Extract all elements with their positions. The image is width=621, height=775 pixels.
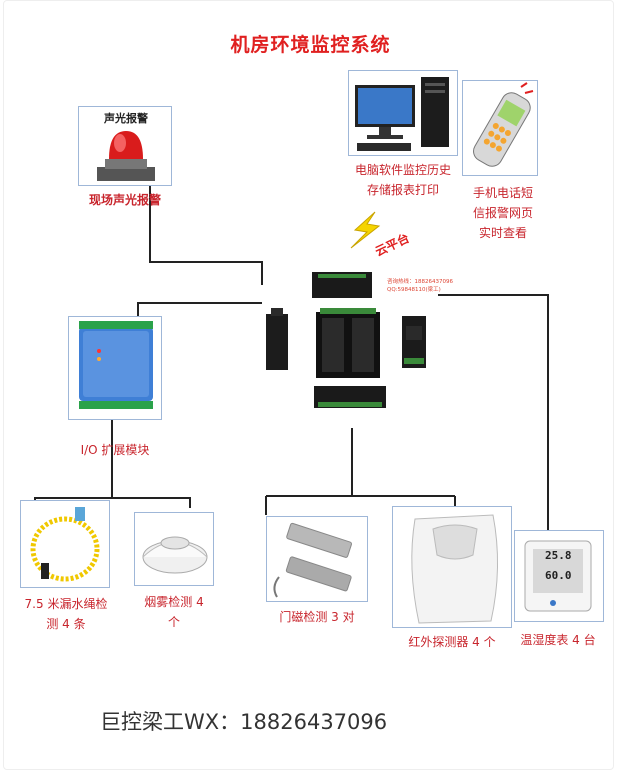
door-caption: 门磁检测 3 对 (279, 610, 355, 624)
thermo-hygrometer-icon (524, 540, 592, 612)
thermo-caption: 温湿度表 4 台 (520, 633, 596, 647)
smoke-sensor-box (134, 512, 214, 586)
controller-note-line-1: 咨询热线：18826437096 (387, 279, 453, 285)
io-caption: I/O 扩展模块 (80, 443, 150, 457)
controller-modules-icon (266, 272, 426, 408)
pc-caption-2: 存储报表打印 (366, 183, 439, 197)
smoke-caption-2: 个 (167, 615, 180, 629)
wire-io (137, 302, 262, 320)
pc-box (348, 70, 458, 156)
mobile-phone-icon (473, 82, 534, 167)
io-module-icon (79, 321, 153, 409)
thermo-humidity-value: 60.0 (545, 569, 572, 582)
controller-cluster (262, 270, 438, 430)
door-magnet-icon (273, 522, 353, 598)
phone-caption-1: 手机电话短 (472, 186, 533, 200)
alarm-light-icon (97, 131, 155, 181)
thermo-box: 25.8 60.0 (514, 530, 604, 622)
thermo-temp-value: 25.8 (545, 549, 572, 562)
infrared-caption: 红外探测器 4 个 (408, 635, 496, 649)
alarm-panel-text: 声光报警 (104, 112, 148, 125)
smoke-caption-1: 烟雾检测 4 (144, 595, 204, 609)
infrared-sensor-box (392, 506, 512, 628)
water-caption-2: 测 4 条 (46, 617, 86, 631)
water-caption-1: 7.5 米漏水绳检 (24, 597, 108, 611)
wire-alarm (149, 186, 263, 285)
infrared-detector-icon (411, 514, 499, 624)
pc-caption-1: 电脑软件监控历史 (354, 163, 451, 177)
smoke-detector-icon (142, 536, 208, 574)
phone-caption-3: 实时查看 (478, 226, 527, 240)
wire-thermo (438, 294, 549, 530)
controller-note: 咨询热线：18826437096 QQ:59848110(梁工) (387, 278, 453, 294)
page-frame (3, 0, 614, 770)
alarm-caption: 现场声光报警 (88, 193, 161, 207)
water-rope-icon (30, 507, 100, 582)
phone-box (462, 80, 538, 176)
phone-caption-2: 信报警网页 (472, 206, 533, 220)
wire-smoke (112, 497, 191, 508)
water-sensor-box (20, 500, 110, 588)
door-sensor-box (266, 516, 368, 602)
controller-note-line-2: QQ:59848110(梁工) (387, 287, 441, 293)
footer-contact: 巨控梁工WX：18826437096 (100, 710, 388, 734)
io-module-box (68, 316, 162, 420)
wire-io-sensors (34, 418, 113, 508)
diagram-title: 机房环境监控系统 (230, 34, 391, 56)
alarm-device-box: 声光报警 (78, 106, 172, 186)
computer-icon (355, 77, 449, 151)
lightning-icon (350, 211, 381, 249)
